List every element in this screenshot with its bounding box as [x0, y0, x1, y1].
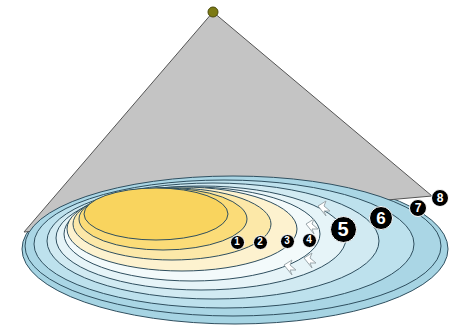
- callout-number: 4: [302, 233, 317, 248]
- callout-text: 1: [234, 237, 240, 247]
- ring: [64, 187, 320, 281]
- ring: [56, 186, 346, 290]
- callout-text: 5: [337, 219, 348, 239]
- ring: [73, 188, 271, 260]
- callout-number: 8: [431, 189, 449, 207]
- arrow: [318, 201, 330, 216]
- arrow: [306, 219, 318, 234]
- callout-number: 7: [409, 199, 427, 217]
- callout-text: 3: [284, 236, 290, 246]
- callout-number: 1: [230, 235, 245, 250]
- callout-number: 5: [330, 216, 357, 243]
- ring: [47, 183, 379, 299]
- callout-text: 8: [437, 192, 444, 204]
- callout-text: 6: [376, 210, 385, 227]
- core: [79, 188, 247, 250]
- ring: [67, 187, 297, 271]
- apex-dot: [208, 7, 218, 17]
- arrow: [304, 253, 316, 268]
- callout-text: 7: [415, 202, 422, 214]
- ring: [25, 176, 441, 316]
- callout-number: 3: [280, 234, 295, 249]
- ring: [34, 180, 414, 308]
- arrow: [284, 260, 296, 275]
- callout-number: 2: [253, 235, 268, 250]
- callout-text: 2: [257, 237, 263, 247]
- callout-number: 6: [369, 206, 393, 230]
- core: [84, 188, 228, 240]
- callout-text: 4: [306, 235, 312, 245]
